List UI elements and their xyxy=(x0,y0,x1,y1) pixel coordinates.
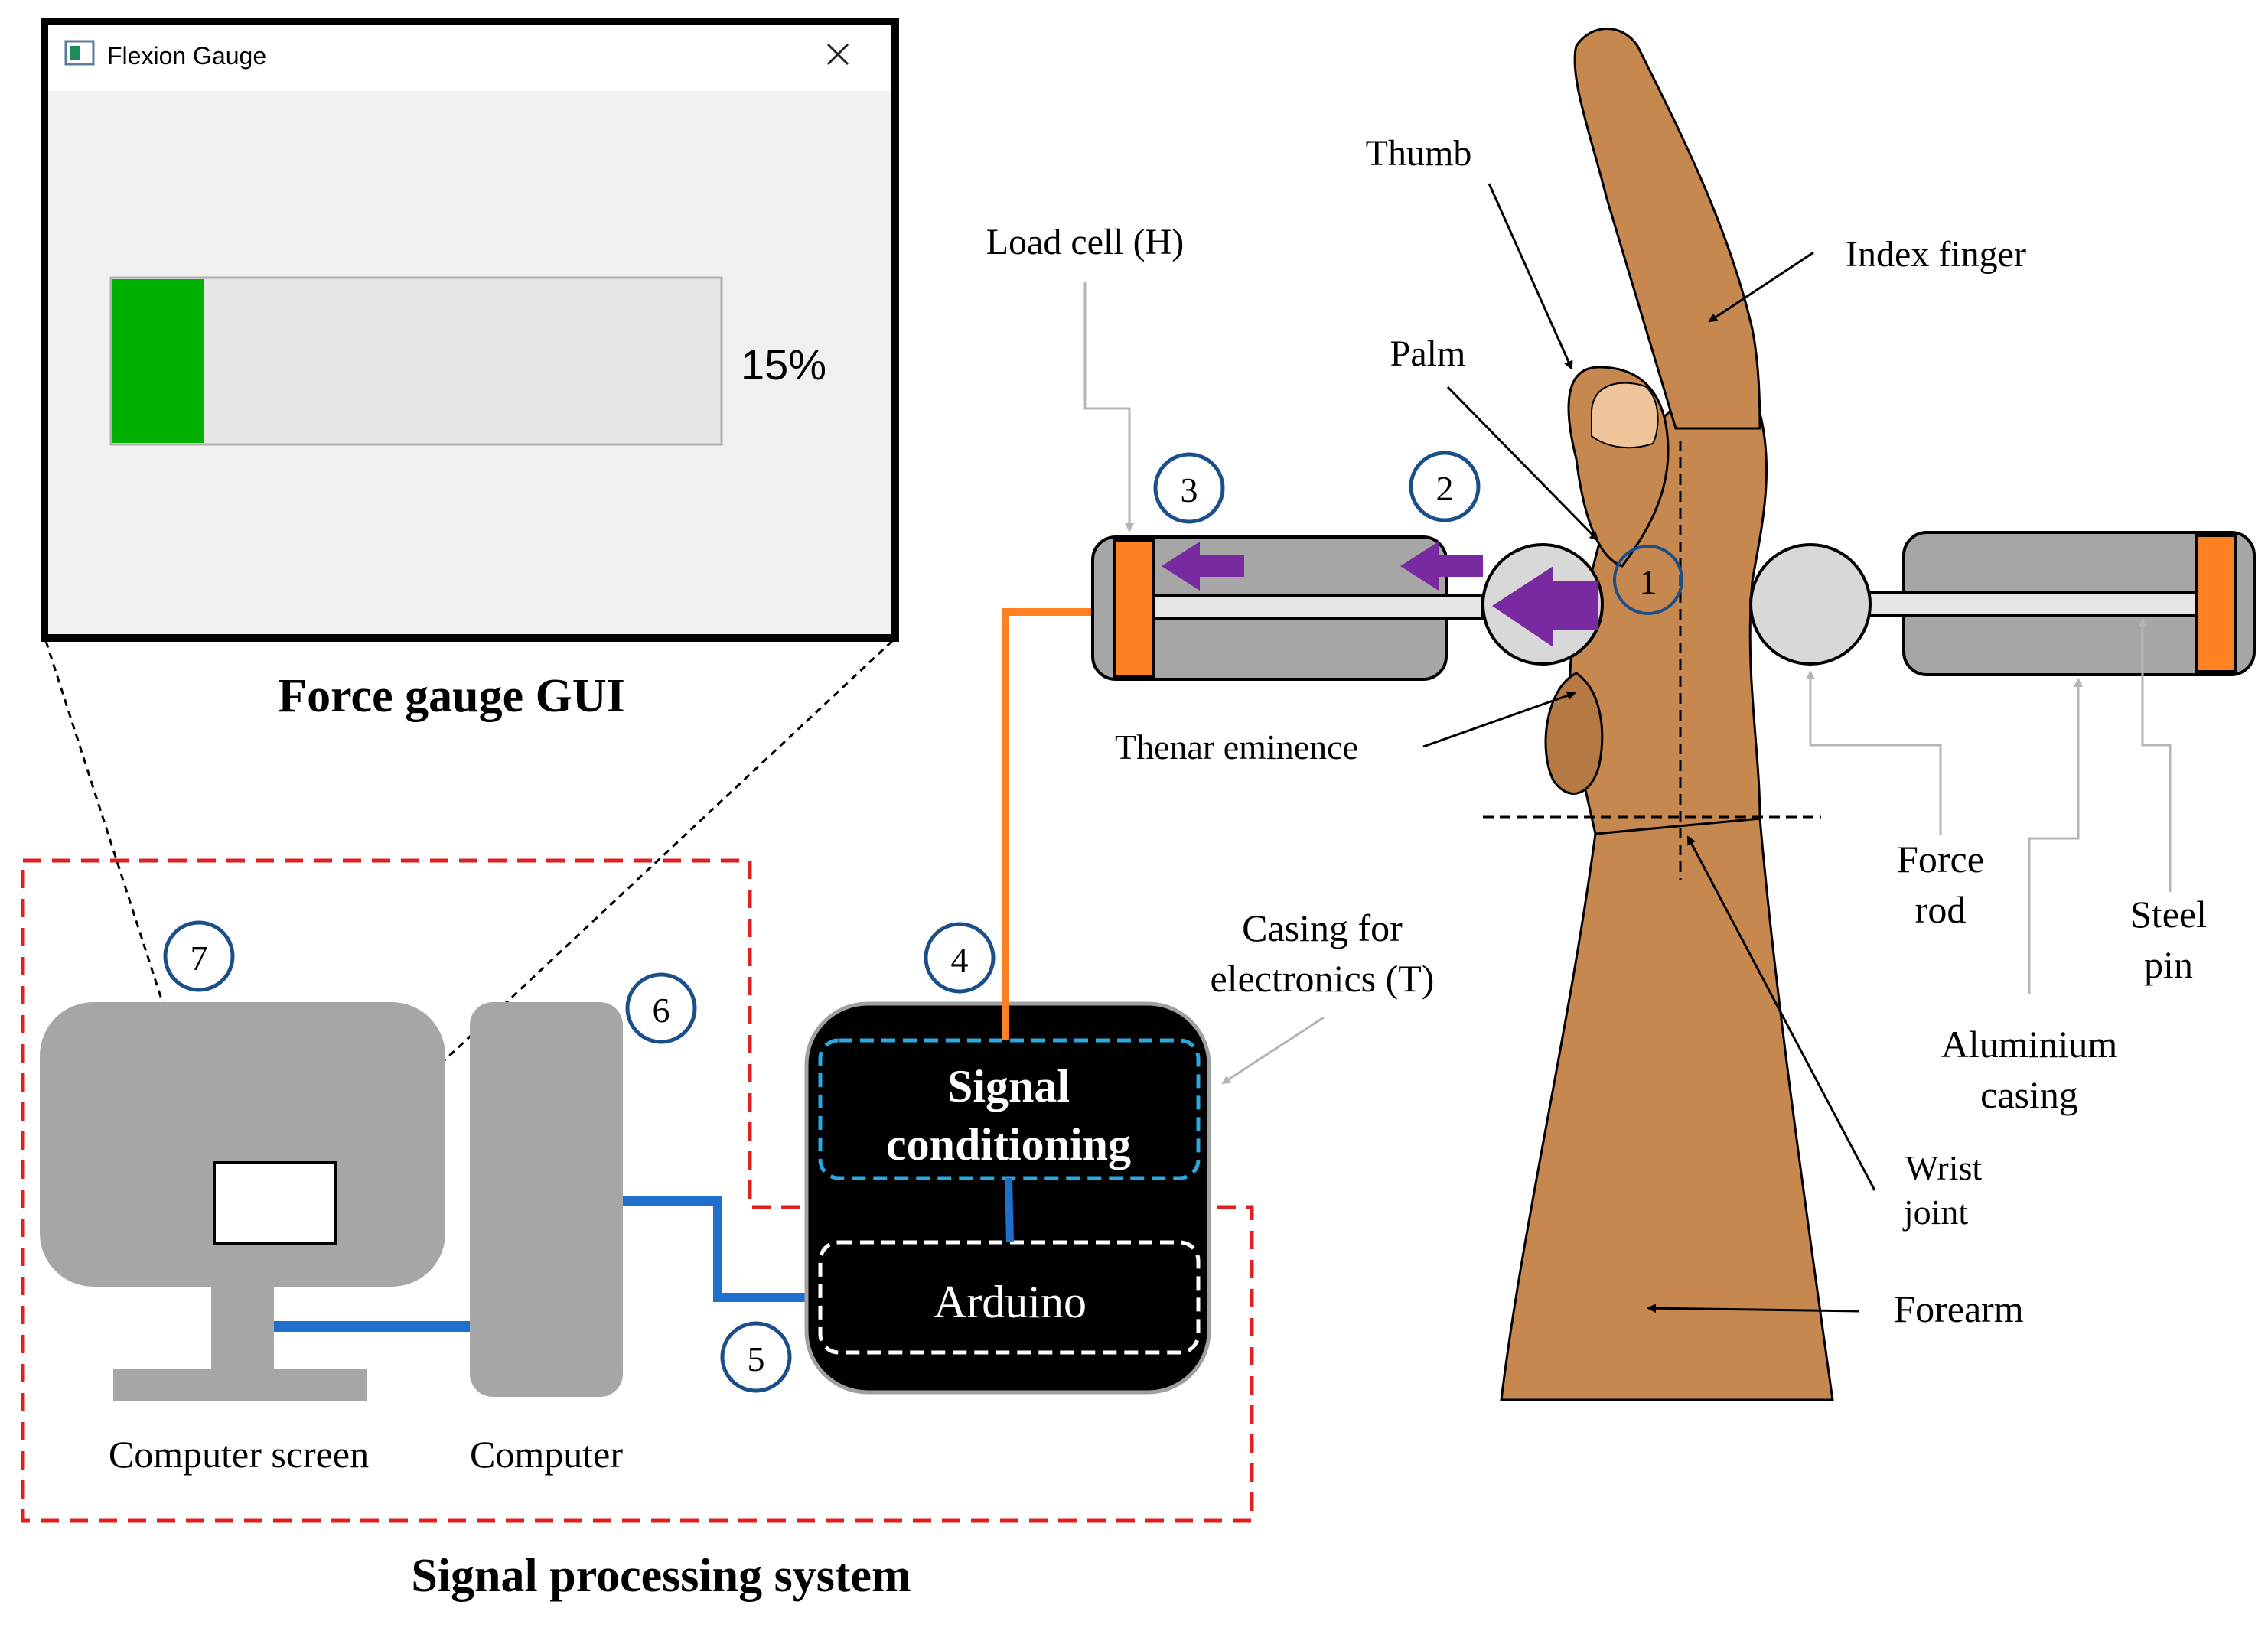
arduino-block xyxy=(818,1240,1201,1355)
progress-fill xyxy=(112,279,204,443)
app-window-icon xyxy=(64,40,95,66)
arduino-label: Arduino xyxy=(934,1277,1087,1327)
svg-text:5: 5 xyxy=(748,1339,765,1378)
palm-label: Palm xyxy=(1390,334,1466,374)
computer-screen xyxy=(40,1002,445,1401)
marker-3: 3 xyxy=(1153,452,1225,524)
forearm xyxy=(1500,817,1834,1401)
computer-screen-label: Computer screen xyxy=(109,1433,369,1476)
load-cell xyxy=(1113,539,1155,678)
index-finger-pointer xyxy=(1708,251,1814,323)
wrist-joint-pointer xyxy=(1686,835,1876,1191)
gui-caption: Force gauge GUI xyxy=(278,670,624,722)
forearm-pointer xyxy=(1647,1304,1860,1313)
index-finger xyxy=(1573,28,1761,430)
signal-conditioning-line1: Signal xyxy=(947,1061,1070,1112)
left-force-rod xyxy=(1152,594,1484,620)
force-progress-bar xyxy=(109,276,723,446)
steel-pin-label-line1: Steel xyxy=(2130,893,2207,936)
svg-text:4: 4 xyxy=(951,940,969,979)
signal-processing-caption: Signal processing system xyxy=(411,1550,911,1602)
casing-electronics-pointer xyxy=(1221,1016,1325,1085)
wrist-joint-label-line1: Wrist xyxy=(1905,1148,1983,1187)
zoom-line-right xyxy=(334,640,894,1164)
cable-computer-to-arduino xyxy=(623,1196,825,1302)
marker-6: 6 xyxy=(625,972,697,1044)
window-title: Flexion Gauge xyxy=(107,42,266,70)
progress-percent-label: 15% xyxy=(741,340,826,389)
force-arrow-small xyxy=(1162,542,1244,591)
marker-4: 4 xyxy=(924,922,996,994)
svg-text:2: 2 xyxy=(1436,469,1454,508)
thenar-eminence xyxy=(1544,672,1604,795)
palm-pointer xyxy=(1446,386,1599,542)
load-cell-pointer xyxy=(1083,282,1134,532)
hand-illustration xyxy=(1500,28,1834,1401)
computer-tower xyxy=(470,1002,623,1397)
marker-1: 1 xyxy=(1613,545,1683,615)
thenar-eminence-label: Thenar eminence xyxy=(1115,727,1358,767)
thumb-label: Thumb xyxy=(1366,133,1472,174)
marker-5: 5 xyxy=(720,1321,792,1393)
force-rod-label-line1: Force xyxy=(1897,838,1984,880)
thumb-pointer xyxy=(1488,183,1573,370)
force-arrow-large xyxy=(1492,566,1598,647)
force-gauge-gui-window: Flexion Gauge 15% xyxy=(41,18,899,642)
svg-text:1: 1 xyxy=(1640,562,1657,601)
thenar-eminence-pointer xyxy=(1422,691,1576,748)
right-steel-pin xyxy=(2195,534,2237,673)
load-cell-label: Load cell (H) xyxy=(986,222,1185,262)
computer-label: Computer xyxy=(470,1433,623,1476)
aluminium-casing-pointer xyxy=(2028,678,2083,994)
svg-text:3: 3 xyxy=(1181,470,1198,509)
force-arrow-medium xyxy=(1400,542,1483,591)
forearm-label: Forearm xyxy=(1894,1287,2023,1330)
svg-text:6: 6 xyxy=(653,991,670,1030)
steel-pin-label-line2: pin xyxy=(2144,943,2193,986)
marker-2: 2 xyxy=(1409,451,1481,522)
right-force-rod xyxy=(1850,591,2198,617)
conditioning-to-arduino-wire xyxy=(1005,1177,1014,1243)
right-gauge-assembly xyxy=(1749,531,2256,676)
marker-7: 7 xyxy=(163,920,235,992)
casing-electronics-label-line1: Casing for xyxy=(1242,907,1403,949)
casing-electronics-label-line2: electronics (T) xyxy=(1211,957,1435,1000)
svg-text:7: 7 xyxy=(191,939,208,978)
signal-conditioning-line2: conditioning xyxy=(886,1119,1131,1170)
thumbnail-nail xyxy=(1591,382,1659,449)
screen-gui-thumbnail xyxy=(213,1161,337,1245)
index-finger-label: Index finger xyxy=(1846,234,2026,275)
aluminium-casing-label-line2: casing xyxy=(1980,1073,2078,1116)
wrist-joint-label-line2: joint xyxy=(1902,1193,1969,1232)
electronics-casing xyxy=(804,1001,1211,1395)
steel-pin-pointer xyxy=(2138,618,2172,892)
load-cell-wire xyxy=(1002,608,1111,1040)
signal-processing-boundary xyxy=(21,858,1254,1523)
force-rod-pointer xyxy=(1806,670,1942,835)
right-force-rod-ball xyxy=(1749,543,1872,666)
close-icon[interactable] xyxy=(826,43,849,66)
aluminium-casing-label-line1: Aluminium xyxy=(1941,1023,2118,1066)
force-rod-label-line2: rod xyxy=(1915,888,1967,931)
